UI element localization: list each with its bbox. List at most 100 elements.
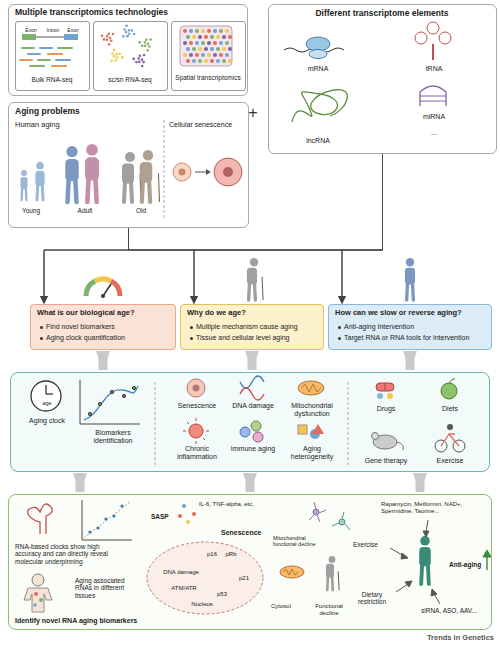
nucleus-outline: [147, 542, 263, 614]
spatial-grid: [192, 59, 196, 63]
rna-clock-illustration: [84, 502, 130, 538]
spatial-grid: [222, 47, 226, 51]
human-figures: [331, 576, 334, 590]
spatial-grid: [207, 41, 211, 45]
human-figures: [85, 144, 99, 202]
spatial-grid: [210, 47, 214, 51]
box-fill: [171, 21, 246, 91]
umap-clusters: [137, 57, 140, 60]
mechanism-icons: [376, 383, 394, 391]
node-text: Mitochondrial dysfunction: [281, 402, 343, 418]
intervention-arrows: [434, 594, 440, 604]
node-text: What is our biological age?: [37, 309, 171, 318]
umap-clusters: [109, 37, 112, 40]
spatial-grid: [204, 35, 208, 39]
text-box: ageAging clockBiomarkers identificationS…: [10, 372, 490, 472]
intervention-arrows: [390, 520, 491, 604]
body-outline: [24, 574, 52, 612]
spatial-grid: [183, 53, 187, 57]
bulk-illustration: [48, 53, 62, 55]
node-text: DNA damage: [225, 402, 281, 410]
bulk-illustration: [30, 65, 44, 67]
label-text: +: [244, 104, 262, 122]
umap-clusters: [106, 35, 109, 38]
human-figures: [35, 162, 44, 200]
node-text: Exercise: [353, 541, 389, 548]
umap-clusters: [121, 56, 124, 59]
node-text: siRNA, ASO, AAV...: [421, 607, 487, 614]
bracket-arrow: [129, 228, 195, 303]
nucleus-outline: [147, 542, 263, 614]
mechanism-icons: [187, 422, 189, 424]
human-figures: [262, 277, 263, 300]
bracket-arrow: [194, 154, 383, 303]
sasp-dots: [178, 514, 182, 518]
box-fill: [10, 372, 490, 472]
human-figures: [20, 170, 27, 200]
umap-clusters: [147, 43, 150, 46]
umap-clusters: [101, 24, 152, 67]
neuron-icons: [345, 524, 350, 530]
bracket-arrow: [129, 228, 343, 303]
node-text: Target RNA or RNA tools for intervention: [337, 334, 489, 342]
sasp-dots: [182, 504, 186, 508]
umap-clusters: [111, 52, 114, 55]
node-text: Nucleus: [187, 601, 217, 608]
spatial-grid: [219, 53, 223, 57]
separator-lines: [348, 382, 349, 466]
mechanism-icons: [449, 379, 455, 383]
cell-senescence-illustration: [223, 167, 233, 177]
spatial-grid: [189, 53, 193, 57]
spatial-grid: [180, 26, 232, 66]
umap-clusters: [125, 24, 128, 27]
umap-clusters: [112, 33, 115, 36]
intervention-arrows: [405, 581, 412, 587]
mechanism-icons: [253, 432, 263, 442]
human-figures: [20, 144, 430, 590]
spatial-grid: [204, 47, 208, 51]
node-text: Bulk RNA-seq: [16, 76, 88, 83]
cell-senescence-illustration: [214, 158, 242, 186]
human-figures: [86, 144, 98, 156]
umap-clusters: [101, 34, 104, 37]
mechanism-icons: [298, 425, 307, 434]
spatial-grid: [186, 35, 190, 39]
umap-clusters: [128, 32, 131, 35]
mechanism-icons: [251, 421, 261, 431]
node-text: p21: [237, 575, 251, 582]
neuron-icons: [339, 519, 345, 525]
node-text: Aging clock: [19, 417, 75, 425]
mechanism-icons: [206, 431, 209, 432]
umap-clusters: [142, 61, 145, 64]
spatial-grid: [198, 47, 202, 51]
spatial-grid: [222, 35, 226, 39]
spatial-grid: [192, 47, 196, 51]
human-figures: [65, 146, 78, 202]
node-text: Aging clock quantification: [39, 334, 171, 342]
node-text: Aging problems: [15, 107, 165, 117]
node-text: SASP: [151, 513, 177, 520]
rna-clock-illustration: [28, 504, 53, 534]
mitochondrion-icon: [283, 569, 298, 575]
spatial-grid: [213, 53, 217, 57]
bulk-illustration: [20, 34, 78, 66]
node-text: DNA damage: [161, 569, 201, 576]
spatial-grid: [213, 29, 217, 33]
rna-illustrations: [427, 22, 439, 34]
node-text: p16: [205, 551, 219, 558]
body-outline: [34, 592, 38, 596]
node-text: Old: [119, 207, 163, 214]
node-text: Exercise: [425, 457, 475, 465]
node-text: Aging heterogeneity: [281, 445, 343, 461]
umap-clusters: [122, 35, 125, 38]
rna-illustrations: [292, 90, 347, 122]
node-text: Different transcriptome elements: [269, 9, 495, 19]
human-figures: [122, 152, 141, 202]
spatial-grid: [216, 59, 220, 63]
human-figures: [158, 173, 159, 202]
umap-clusters: [108, 43, 111, 46]
text-box: Different transcriptome elementsmRNAtRNA…: [268, 4, 497, 154]
umap-clusters: [116, 56, 119, 59]
node-text: tRNA: [399, 65, 469, 73]
bulk-illustration: [52, 65, 66, 67]
